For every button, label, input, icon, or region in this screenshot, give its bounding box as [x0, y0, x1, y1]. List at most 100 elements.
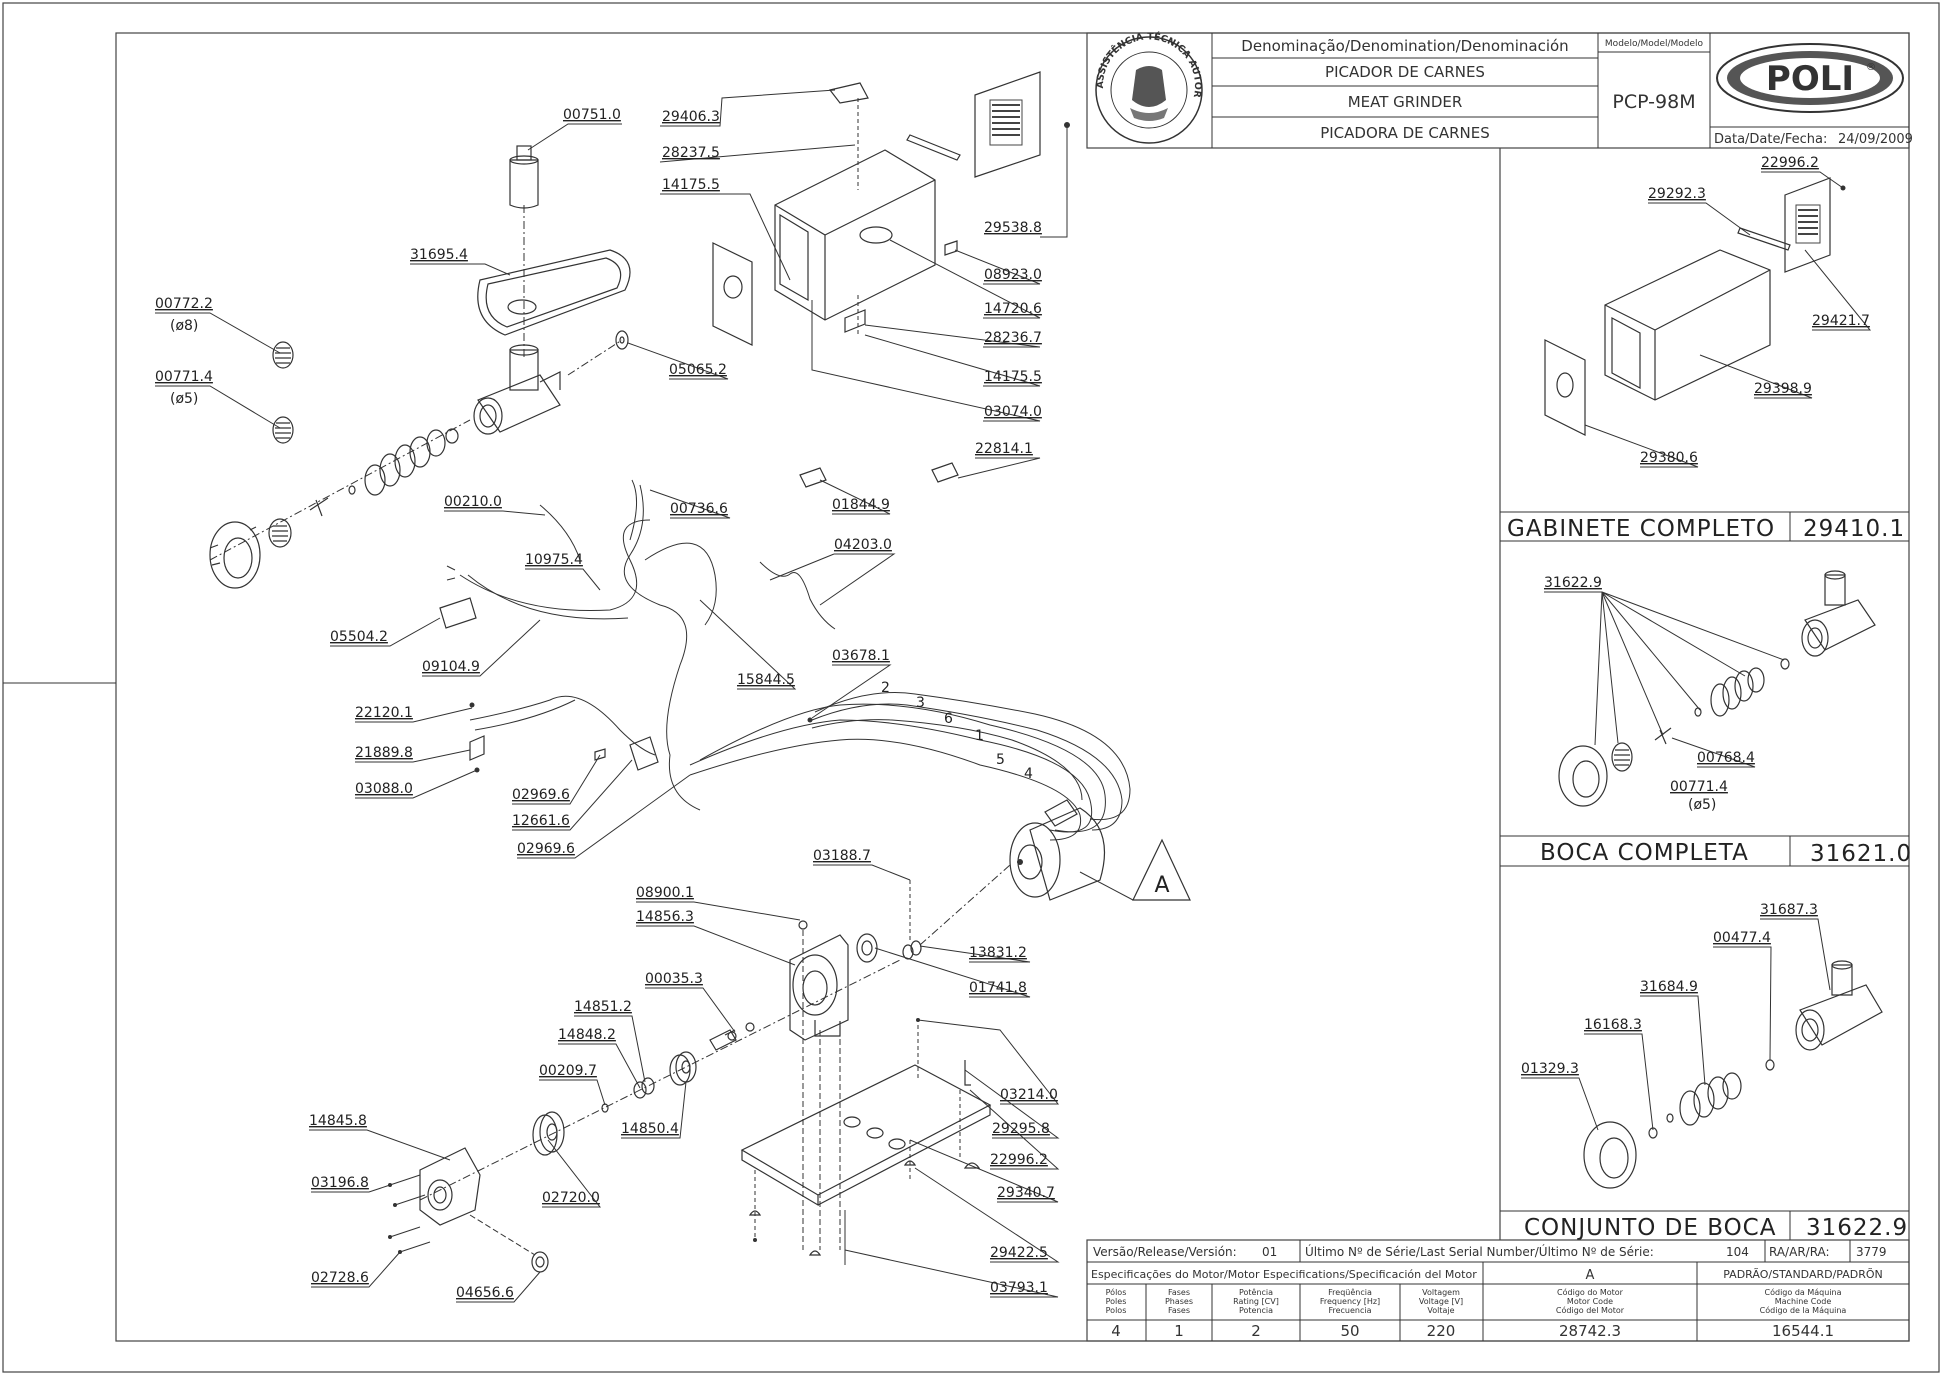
washer-05065	[615, 330, 629, 350]
serial-value: 104	[1726, 1245, 1749, 1259]
part-callout: 14848.2	[558, 1027, 616, 1043]
ra-value: 3779	[1856, 1245, 1887, 1259]
standard-label: PADRÃO/STANDARD/PADRÕN	[1723, 1268, 1883, 1281]
gear-shaft	[709, 1022, 755, 1051]
poli-logo: POLI ®	[1716, 43, 1904, 113]
spec-column-header: Frecuencia	[1328, 1306, 1371, 1315]
brand-registered-mark: ®	[1866, 62, 1876, 73]
base-plate	[740, 1060, 992, 1207]
washer-01741	[856, 933, 878, 963]
part-callout: 12661.6	[512, 813, 570, 829]
svg-text:ASSISTÊNCIA TÉCNICA AUTORIZADA: ASSISTÊNCIA TÉCNICA AUTORIZADA	[0, 0, 1203, 99]
detail-conjunto-drawing	[1583, 960, 1883, 1189]
detail-title-gabinete: GABINETE COMPLETO	[1507, 516, 1775, 542]
label-22814	[931, 462, 959, 483]
part-callout: 01844.9	[832, 497, 890, 513]
spec-column-header: Código de la Máquina	[1760, 1305, 1847, 1315]
part-callout: 29422.5	[990, 1245, 1048, 1261]
cabinet-part	[774, 149, 936, 321]
wire-harness-upper	[469, 695, 656, 756]
strip-29292	[906, 134, 961, 161]
detail-part-callout: 29380.6	[1640, 450, 1698, 466]
motor-spec-table	[1086, 1239, 1910, 1342]
spec-column-header: Rating [CV]	[1233, 1297, 1279, 1306]
detail-part-callout: (ø5)	[1688, 797, 1716, 813]
spec-column-value: 28742.3	[1559, 1322, 1621, 1340]
spec-column-header: Phases	[1165, 1297, 1193, 1306]
wire-number: 5	[996, 752, 1005, 768]
ra-label: RA/AR/RA:	[1769, 1245, 1830, 1259]
detail-part-callout: 31622.9	[1544, 575, 1602, 591]
switch-21889	[469, 735, 485, 761]
part-callout: 21889.8	[355, 745, 413, 761]
capacitor-12661	[629, 736, 659, 771]
front-cover	[419, 1147, 481, 1226]
date-label: Data/Date/Fecha:	[1714, 132, 1827, 147]
spec-column-value: 16544.1	[1772, 1322, 1834, 1340]
mincer-body	[473, 344, 561, 435]
part-callout: 15844.5	[737, 672, 795, 688]
electric-motor	[1009, 799, 1106, 901]
model-header: Modelo/Model/Modelo	[1605, 39, 1704, 49]
wire-15844	[623, 484, 701, 811]
part-callout: 14175.5	[984, 369, 1042, 385]
part-callout: 14851.2	[574, 999, 632, 1015]
plate-front	[268, 518, 292, 548]
spec-column-value: 1	[1174, 1322, 1184, 1340]
spec-column-value: 220	[1427, 1322, 1456, 1340]
part-callout: 04656.6	[456, 1285, 514, 1301]
motor-marker-letter: A	[1154, 873, 1169, 898]
detail-part-callout: 16168.3	[1584, 1017, 1642, 1033]
spec-column-header: Voltaje	[1427, 1306, 1454, 1315]
detail-part-callout: 29398.9	[1754, 381, 1812, 397]
tray-part	[477, 249, 631, 336]
detail-part-callout: 00768.4	[1697, 750, 1755, 766]
detail-part-callout: 01329.3	[1521, 1061, 1579, 1077]
part-callout: 00771.4	[155, 369, 213, 385]
spec-column-header: Potencia	[1239, 1306, 1273, 1315]
spec-column-value: 2	[1251, 1322, 1261, 1340]
part-callout: 08923.0	[984, 267, 1042, 283]
part-callout: 31695.4	[410, 247, 468, 263]
motor-spec-label: Especificações do Motor/Motor Especifica…	[1091, 1268, 1477, 1281]
part-callout: 04203.0	[834, 537, 892, 553]
spec-column-header: Machine Code	[1775, 1297, 1832, 1306]
title-block: ASSISTÊNCIA TÉCNICA AUTORIZADA Denominaç…	[0, 0, 1913, 149]
model-number: PCP-98M	[1612, 91, 1695, 113]
spec-column-header: Freqüência	[1328, 1287, 1372, 1297]
ring-nut	[209, 521, 261, 589]
part-callout: 10975.4	[525, 552, 583, 568]
part-callout: 22996.2	[990, 1152, 1048, 1168]
spec-column-header: Voltagem	[1422, 1288, 1460, 1297]
spec-column-header: Código da Máquina	[1765, 1287, 1842, 1297]
part-callout: 22814.1	[975, 441, 1033, 457]
detail-part-callout: 00477.4	[1713, 930, 1771, 946]
detail-code-boca: 31621.0	[1810, 841, 1912, 867]
spec-column-header: Polos	[1106, 1306, 1127, 1315]
part-callout: 02969.6	[512, 787, 570, 803]
spec-column-header: Fases	[1168, 1306, 1190, 1315]
part-callout: 28237.5	[662, 145, 720, 161]
part-callout: 13831.2	[969, 945, 1027, 961]
part-callout: 03793.1	[990, 1280, 1048, 1296]
spec-column-value: 4	[1111, 1322, 1121, 1340]
spec-column-header: Voltage [V]	[1419, 1297, 1463, 1306]
motor-marker-triangle	[1132, 838, 1191, 901]
detail-part-callout: 29421.7	[1812, 313, 1870, 329]
detail-title-boca: BOCA COMPLETA	[1540, 840, 1749, 866]
part-callout: 02969.6	[517, 841, 575, 857]
plate-8mm	[272, 341, 294, 369]
part-callout: 14720.6	[984, 301, 1042, 317]
cover-screws	[388, 1174, 431, 1254]
part-callout: 22120.1	[355, 705, 413, 721]
part-callout: 00772.2	[155, 296, 213, 312]
plate-5mm	[272, 416, 294, 444]
wire-number: 1	[975, 728, 984, 744]
part-callout: 03196.8	[311, 1175, 369, 1191]
clip-08923	[944, 240, 958, 256]
part-callout: 29295.8	[992, 1121, 1050, 1137]
detail-part-callout: 00771.4	[1670, 779, 1728, 795]
